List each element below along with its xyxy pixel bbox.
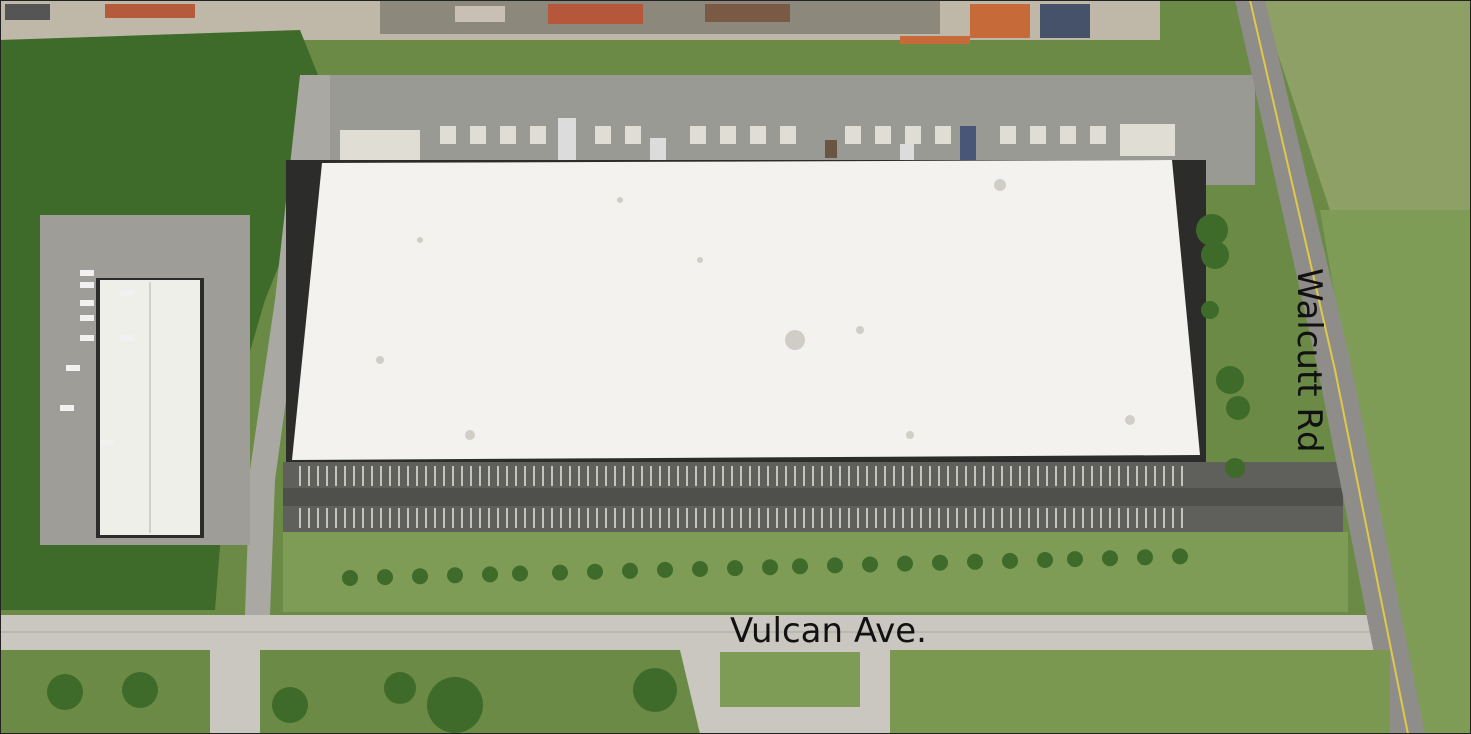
lawn-tree [622, 562, 638, 579]
walcutt-rd-label: Walcutt Rd [1289, 268, 1329, 453]
parking-stripes [299, 466, 1183, 528]
lawn-tree [1067, 551, 1083, 568]
truck-trailers [558, 118, 976, 162]
lawn-tree [897, 555, 913, 572]
walcutt-rd-road [1235, 0, 1425, 734]
lawn-tree [762, 559, 778, 576]
lawn-tree [932, 554, 948, 571]
lawn-tree [1172, 548, 1188, 565]
lawn-tree [827, 557, 843, 574]
parked-cars [60, 270, 134, 446]
south-drive-1 [210, 650, 260, 734]
lawn-tree [862, 556, 878, 573]
south-lawn-3 [890, 650, 1390, 734]
vulcan-ave-label: Vulcan Ave. [730, 611, 927, 651]
lawn-tree [1037, 552, 1053, 568]
lawn-tree [1102, 550, 1118, 567]
lawn-trees [342, 548, 1188, 586]
lawn-tree [512, 565, 528, 582]
loading-docks [340, 124, 1175, 160]
lawn-tree [482, 566, 498, 583]
walcutt-rd-centerline [1249, 0, 1409, 734]
lawn-tree [447, 567, 463, 584]
roof-stains [376, 179, 1135, 440]
lawn-tree [727, 560, 743, 577]
lawn-tree [552, 564, 568, 581]
south-island [720, 652, 860, 707]
field-right [1320, 210, 1471, 734]
lawn-tree [342, 570, 358, 586]
shipping-containers [5, 4, 1090, 44]
lawn-tree [692, 561, 708, 577]
south-trees [47, 668, 677, 733]
lawn-tree [1002, 552, 1018, 569]
lawn-tree [657, 561, 673, 578]
east-trees [1196, 214, 1250, 478]
front-drive-aisle [283, 488, 1343, 506]
lawn-tree [377, 569, 393, 586]
lawn-tree [792, 558, 808, 575]
field-top-right [1260, 0, 1471, 210]
main-warehouse-roof [292, 160, 1200, 460]
front-lawn [283, 532, 1348, 612]
lawn-tree [587, 563, 603, 580]
lawn-tree [967, 553, 983, 570]
south-lawn-1 [5, 655, 210, 730]
lawn-tree [1137, 549, 1153, 566]
lawn-tree [412, 568, 428, 585]
